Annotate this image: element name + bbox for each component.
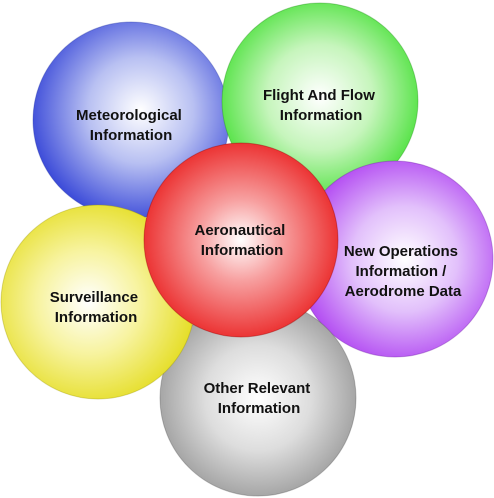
flight-flow-label: Flight And Flow Information	[263, 87, 379, 124]
aeronautical-label: Aeronautical Information	[194, 222, 289, 259]
other-relevant-label: Other Relevant Information	[204, 380, 315, 417]
circle-other-relevant: Other Relevant Information	[159, 299, 357, 497]
meteorological-label: Meteorological Information	[76, 107, 186, 144]
surveillance-label: Surveillance Information	[50, 289, 143, 326]
circle-aeronautical: Aeronautical Information	[143, 142, 339, 338]
aeronautical-circle-shape	[143, 142, 339, 338]
circle-new-operations: New Operations Information / Aerodrome D…	[296, 160, 494, 358]
new-operations-label: New Operations Information / Aerodrome D…	[344, 243, 462, 300]
